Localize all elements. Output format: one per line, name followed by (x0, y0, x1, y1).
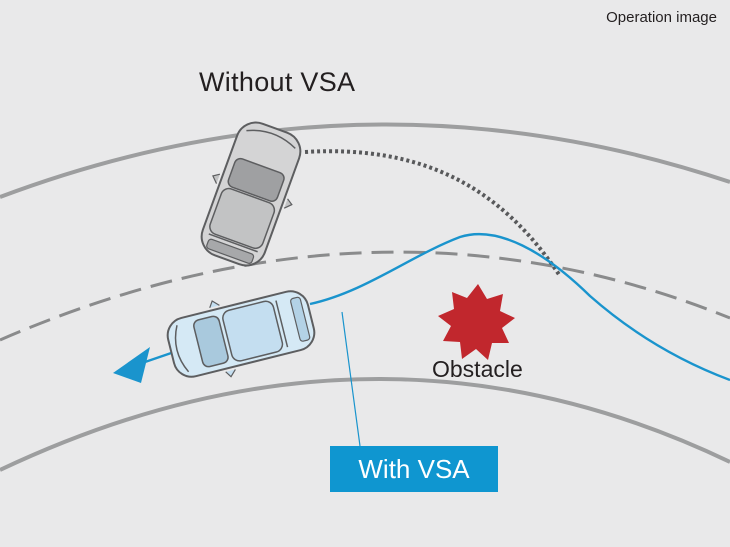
car-with-vsa-icon (166, 290, 316, 378)
trajectory-with-vsa (309, 232, 730, 382)
with-vsa-label: With VSA (358, 453, 470, 484)
obstacle-starburst-icon (438, 284, 515, 360)
direction-arrowhead-icon (113, 347, 150, 383)
with-vsa-label-box: With VSA (330, 446, 498, 492)
without-vsa-label: Without VSA (199, 67, 356, 97)
road-inner-edge (0, 377, 730, 472)
road-center-dashed-line (0, 250, 730, 342)
car-without-vsa-icon (200, 121, 302, 267)
with-vsa-leader-line (341, 311, 361, 447)
road-outer-edge (0, 122, 730, 199)
skid-path-without-vsa (304, 149, 562, 278)
obstacle-label: Obstacle (432, 356, 523, 382)
operation-image-caption: Operation image (606, 9, 717, 26)
